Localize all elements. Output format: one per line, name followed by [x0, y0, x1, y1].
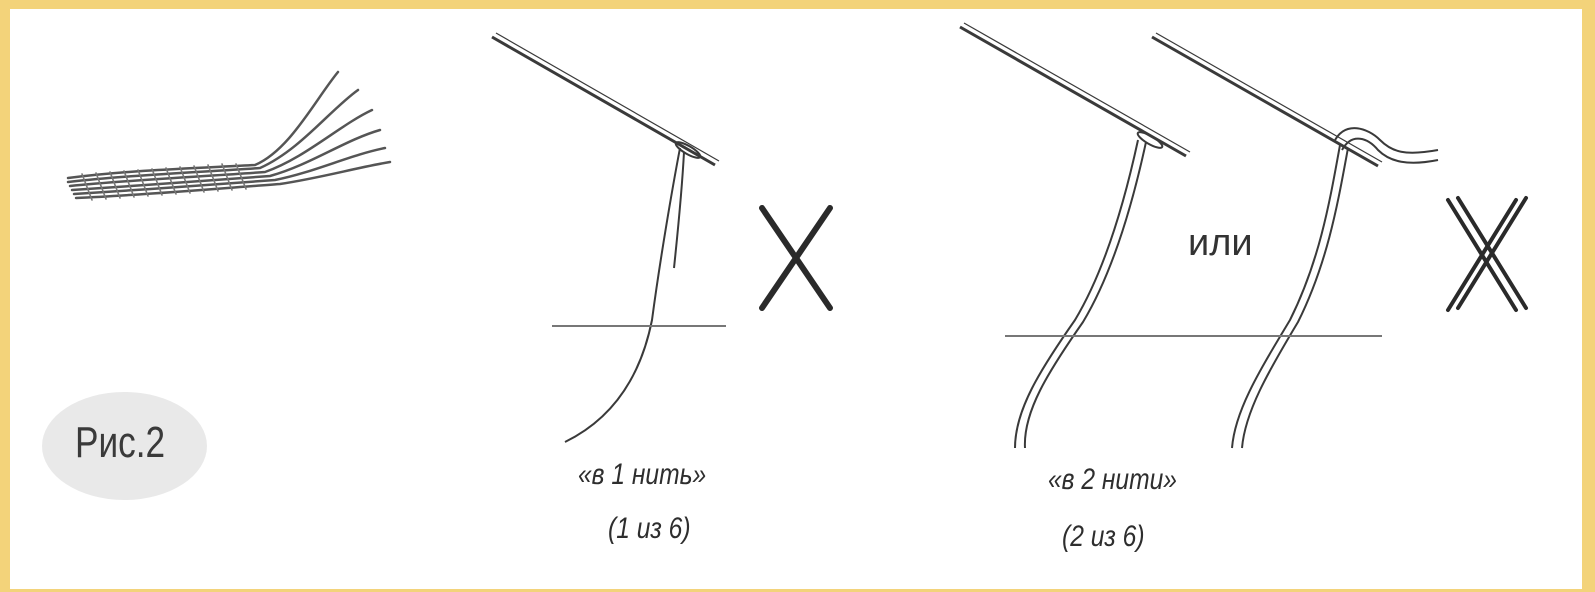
connector-text: или — [1188, 222, 1253, 264]
needle-two-thread-icon — [959, 22, 1191, 449]
floss-bundle-icon — [66, 70, 392, 201]
figure-label-badge — [42, 392, 207, 500]
figure-label: Рис.2 — [75, 418, 166, 467]
needle-looped-thread-icon — [1151, 32, 1439, 449]
needle-one-thread-icon — [491, 32, 720, 443]
figure-panel — [10, 9, 1582, 589]
caption-one-thread-sub: (1 из 6) — [608, 512, 691, 545]
caption-one-thread: «в 1 нить» — [578, 458, 707, 491]
cross-single-icon — [759, 205, 833, 311]
caption-two-threads: «в 2 нити» — [1048, 463, 1177, 496]
cross-double-icon — [1446, 196, 1528, 312]
caption-two-threads-sub: (2 из 6) — [1062, 520, 1145, 553]
